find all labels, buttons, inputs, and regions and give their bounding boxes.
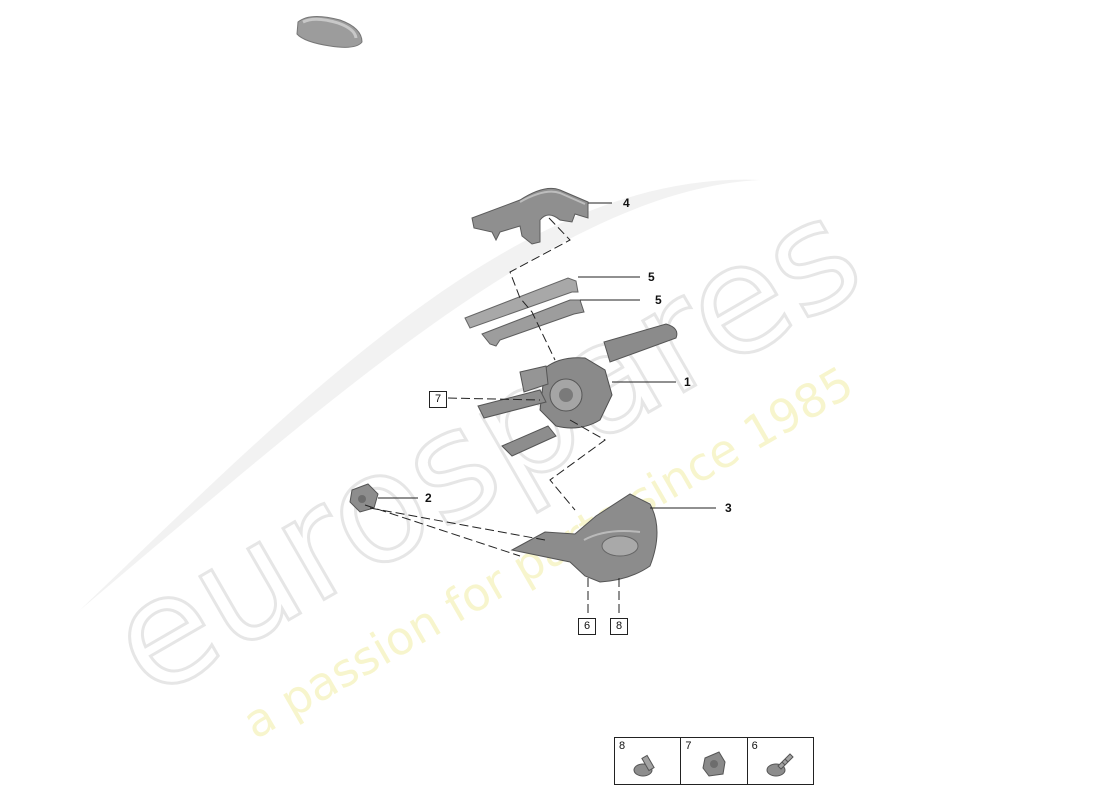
trim-strip-lower-part xyxy=(481,299,585,347)
callout-2: 2 xyxy=(425,491,432,505)
assembly-lines xyxy=(364,217,620,616)
callout-8-box: 8 xyxy=(610,618,628,635)
legend-number: 7 xyxy=(685,740,692,752)
legend-number: 6 xyxy=(751,740,758,752)
callout-1: 1 xyxy=(684,375,691,389)
trim-clip-part xyxy=(296,16,363,48)
legend-cell-8: 8 xyxy=(615,738,682,784)
sensor-part xyxy=(349,483,379,513)
leader-lines xyxy=(378,202,716,509)
lower-column-trim-part xyxy=(510,493,658,583)
callout-5-lower: 5 xyxy=(655,293,662,307)
clip-icon xyxy=(702,751,726,777)
callout-7-box: 7 xyxy=(429,391,447,408)
callout-3: 3 xyxy=(725,501,732,515)
small-parts-legend: 8 7 6 xyxy=(614,737,814,785)
callout-5-upper: 5 xyxy=(648,270,655,284)
callout-6-box: 6 xyxy=(578,618,596,635)
legend-number: 8 xyxy=(619,740,626,752)
column-switch-module-part xyxy=(477,323,678,457)
callout-4: 4 xyxy=(623,196,630,210)
upper-column-trim-part xyxy=(471,187,589,245)
legend-cell-6: 6 xyxy=(748,738,813,784)
trim-strip-upper-part xyxy=(464,277,579,329)
legend-cell-7: 7 xyxy=(681,738,748,784)
bolt-icon xyxy=(633,754,655,777)
screw-icon xyxy=(766,753,794,777)
